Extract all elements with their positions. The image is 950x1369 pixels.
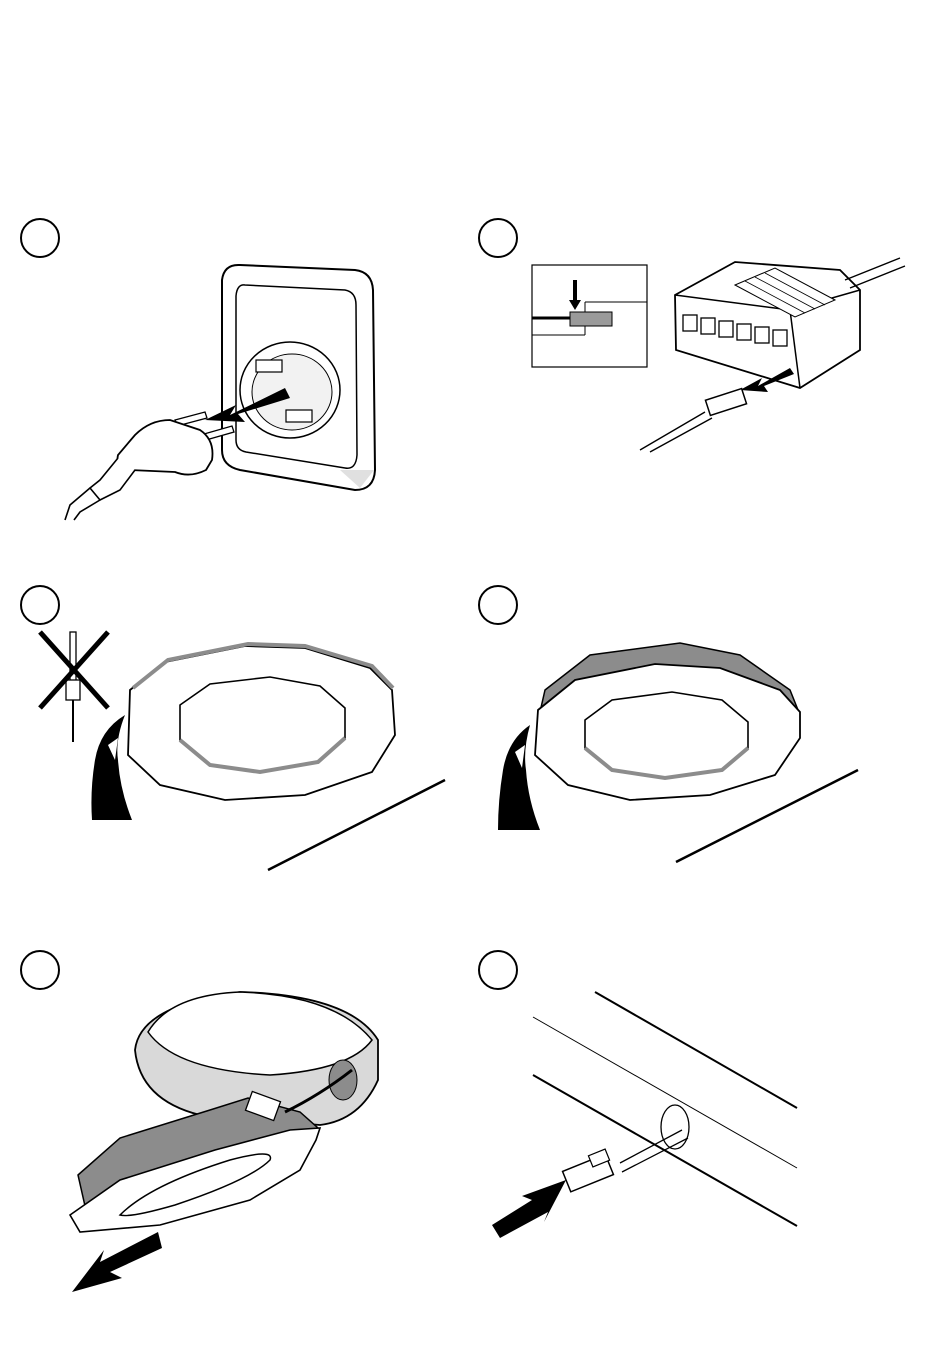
connector — [563, 1149, 614, 1192]
arrow-icon — [492, 1180, 566, 1238]
cable-hole — [661, 1105, 689, 1149]
